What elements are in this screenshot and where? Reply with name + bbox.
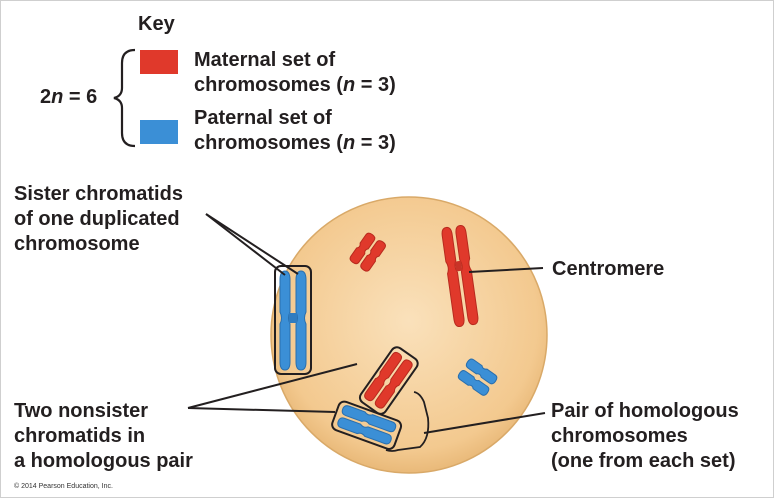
sister-label-line2: of one duplicated	[14, 208, 180, 230]
centromere-label: Centromere	[552, 258, 664, 280]
sister-label-line1: Sister chromatids	[14, 183, 183, 205]
paternal-chromosome-medium	[331, 400, 403, 450]
key-title: Key	[138, 13, 176, 35]
ploidy-label: 2n = 6	[40, 86, 97, 108]
homolog-label-line3: (one from each set)	[551, 450, 735, 472]
maternal-chromosome-small	[349, 232, 386, 272]
copyright-notice: © 2014 Pearson Education, Inc.	[14, 482, 113, 490]
nonsister-label-line3: a homologous pair	[14, 450, 193, 472]
nonsister-leader-2	[187, 407, 336, 413]
sister-label-line3: chromosome	[14, 233, 140, 255]
nonsister-label-line1: Two nonsister	[14, 400, 148, 422]
paternal-chromosome-small	[457, 358, 498, 396]
cell	[270, 196, 548, 474]
homolog-label-line1: Pair of homologous	[551, 400, 739, 422]
maternal-swatch	[140, 50, 178, 74]
nonsister-label-line2: chromatids in	[14, 425, 145, 447]
key-brace	[113, 48, 136, 148]
sister-leader-1	[205, 213, 286, 276]
maternal-label-line2: chromosomes (n = 3)	[194, 74, 396, 96]
maternal-chromosome-medium	[358, 346, 419, 415]
homolog-pair-bracket	[385, 391, 430, 452]
paternal-label-line2: chromosomes (n = 3)	[194, 132, 396, 154]
homolog-label-line2: chromosomes	[551, 425, 688, 447]
paternal-label-line1: Paternal set of	[194, 107, 332, 129]
centromere-leader	[468, 267, 544, 273]
nonsister-leader-1	[187, 363, 358, 409]
paternal-swatch	[140, 120, 178, 144]
maternal-chromosome-large	[441, 224, 479, 328]
homolog-leader	[423, 412, 546, 434]
maternal-label-line1: Maternal set of	[194, 49, 335, 71]
sister-leader-2	[205, 213, 299, 275]
paternal-chromosome-large	[274, 265, 312, 375]
